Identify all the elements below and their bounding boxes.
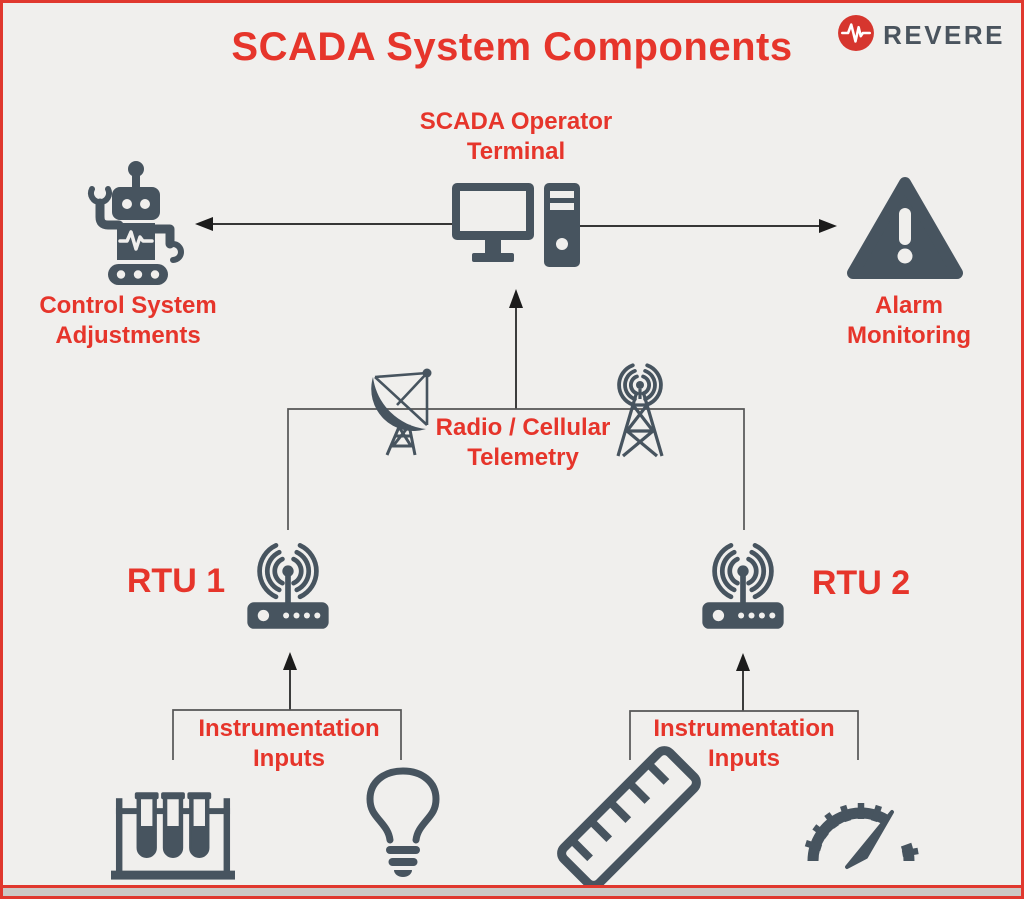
desktop-computer-icon bbox=[450, 180, 582, 270]
wireless-router-icon bbox=[236, 538, 340, 642]
pulse-waveform-icon bbox=[837, 14, 875, 57]
ruler-icon bbox=[557, 746, 701, 890]
arrow-inputs-to-rtu1 bbox=[283, 652, 297, 710]
label-instrumentation-inputs-left: Instrumentation Inputs bbox=[198, 715, 380, 772]
test-tubes-icon bbox=[111, 768, 235, 882]
robot-icon bbox=[83, 159, 195, 285]
bottom-border bbox=[3, 885, 1021, 888]
label-scada-operator-terminal: SCADA Operator Terminal bbox=[419, 108, 613, 165]
label-alarm-monitoring: Alarm Monitoring bbox=[847, 292, 971, 349]
label-control-system-adjustments: Control System Adjustments bbox=[39, 292, 217, 349]
lightbulb-icon bbox=[363, 761, 443, 883]
arrow-terminal-to-alarm bbox=[579, 219, 837, 233]
label-instrumentation-inputs-right: Instrumentation Inputs bbox=[653, 715, 835, 772]
arrow-inputs-to-rtu2 bbox=[736, 653, 750, 711]
arrow-terminal-to-control bbox=[195, 217, 453, 231]
arrow-telemetry-to-terminal bbox=[509, 289, 523, 409]
revere-logo: REVERE bbox=[837, 14, 1005, 57]
wireless-router-icon bbox=[691, 538, 795, 642]
gauge-icon bbox=[798, 783, 924, 871]
label-rtu1: RTU 1 bbox=[126, 562, 226, 600]
warning-triangle-icon bbox=[846, 175, 964, 281]
bottom-shadow bbox=[3, 888, 1021, 896]
page-title: SCADA System Components bbox=[231, 25, 793, 69]
label-rtu2: RTU 2 bbox=[811, 564, 911, 602]
label-radio-cellular-telemetry: Radio / Cellular Telemetry bbox=[435, 414, 611, 471]
logo-brand-text: REVERE bbox=[883, 20, 1005, 50]
